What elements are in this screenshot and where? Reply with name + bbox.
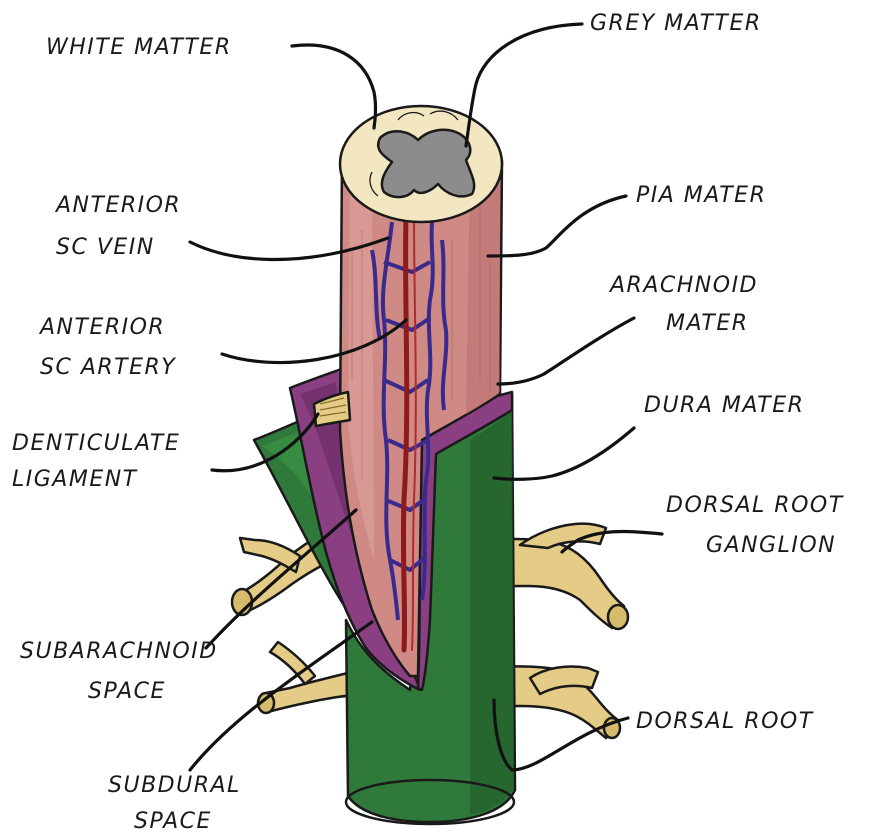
label-anterior-sc-vein-1: ANTERIOR bbox=[54, 193, 181, 218]
label-dura-mater: DURA MATER bbox=[644, 393, 804, 418]
label-dorsal-root-ganglion-1: DORSAL ROOT bbox=[666, 493, 844, 518]
label-subarachnoid-space-1: SUBARACHNOID bbox=[20, 639, 218, 664]
label-pia-mater: PIA MATER bbox=[636, 183, 766, 208]
leader-arachnoid-mater bbox=[498, 318, 634, 384]
label-denticulate-ligament-1: DENTICULATE bbox=[12, 431, 180, 456]
grey-matter-butterfly bbox=[378, 130, 474, 197]
leader-pia-mater bbox=[488, 196, 626, 256]
label-denticulate-ligament-2: LIGAMENT bbox=[12, 467, 138, 492]
label-dorsal-root: DORSAL ROOT bbox=[636, 709, 814, 734]
label-white-matter: WHITE MATTER bbox=[46, 35, 232, 60]
leader-dura-mater bbox=[494, 428, 634, 479]
label-subarachnoid-space-2: SPACE bbox=[88, 679, 166, 704]
label-subdural-space-1: SUBDURAL bbox=[108, 773, 241, 798]
cord-cross-section bbox=[340, 106, 502, 222]
label-grey-matter: GREY MATTER bbox=[590, 11, 762, 36]
label-anterior-sc-vein-2: SC VEIN bbox=[56, 235, 155, 260]
label-anterior-sc-artery-2: SC ARTERY bbox=[40, 355, 176, 380]
label-arachnoid-mater-2: MATER bbox=[666, 311, 749, 336]
label-dorsal-root-ganglion-2: GANGLION bbox=[706, 533, 836, 558]
label-arachnoid-mater-1: ARACHNOID bbox=[608, 273, 758, 298]
label-anterior-sc-artery-1: ANTERIOR bbox=[38, 315, 165, 340]
label-subdural-space-2: SPACE bbox=[134, 809, 212, 834]
leader-white-matter bbox=[292, 45, 376, 128]
